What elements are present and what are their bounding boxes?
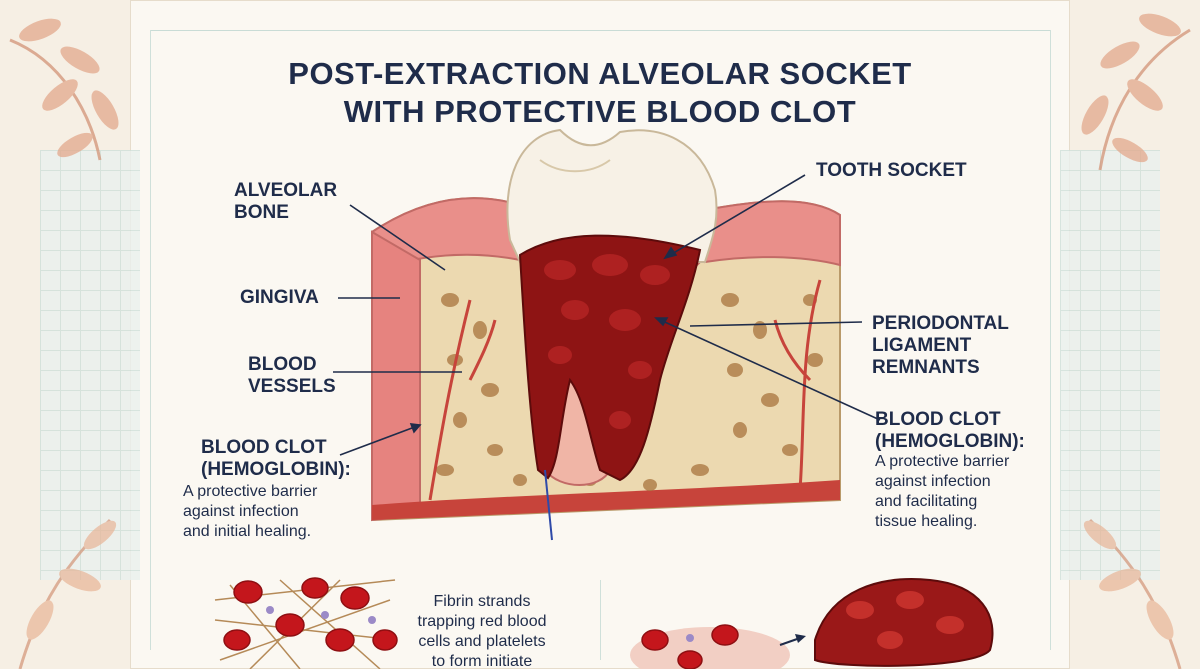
blood-clot xyxy=(518,234,702,541)
label-blood-clot-left: BLOOD CLOT (HEMOGLOBIN): xyxy=(201,437,351,480)
label-tooth-socket: TOOTH SOCKET xyxy=(816,160,967,181)
desc-blood-clot-left: A protective barrier against infection a… xyxy=(183,483,318,540)
gingiva-side xyxy=(371,230,421,522)
title-line-2: WITH PROTECTIVE BLOOD CLOT xyxy=(343,94,857,129)
gingiva-layer-right xyxy=(704,200,841,267)
bone-pores xyxy=(436,293,823,491)
leaf-decoration-top-right xyxy=(1081,13,1191,171)
fibrin-illustration xyxy=(214,577,398,669)
leaf-decoration-top-left xyxy=(9,18,119,161)
title-line-1: POST-EXTRACTION ALVEOLAR SOCKET xyxy=(288,56,912,91)
leaf-decoration-bottom-left xyxy=(18,518,117,669)
label-periodontal-ligament: PERIODONTAL LIGAMENT REMNANTS xyxy=(872,313,1009,378)
left-grid-panel xyxy=(40,150,140,580)
label-blood-vessels: BLOOD VESSELS xyxy=(248,354,336,397)
label-alveolar-bone: ALVEOLAR BONE xyxy=(234,180,338,223)
fibrin-caption: Fibrin strands trapping red blood cells … xyxy=(417,593,547,669)
grid-line-right xyxy=(1050,30,1051,650)
top-grid-line xyxy=(150,30,1050,31)
tooth-crown xyxy=(506,128,718,263)
clot-formation-illustration xyxy=(630,578,994,669)
label-gingiva: GINGIVA xyxy=(240,287,319,308)
leaf-decoration-bottom-right xyxy=(1083,518,1182,669)
label-blood-clot-right: BLOOD CLOT (HEMOGLOBIN): xyxy=(875,409,1025,452)
grid-line-left xyxy=(150,30,151,650)
leader-lines xyxy=(333,174,881,456)
bottom-vessel-band xyxy=(372,480,840,520)
grid-line-center xyxy=(600,580,601,660)
right-grid-panel xyxy=(1060,150,1160,580)
desc-blood-clot-right: A protective barrier against infection a… xyxy=(875,453,1010,530)
